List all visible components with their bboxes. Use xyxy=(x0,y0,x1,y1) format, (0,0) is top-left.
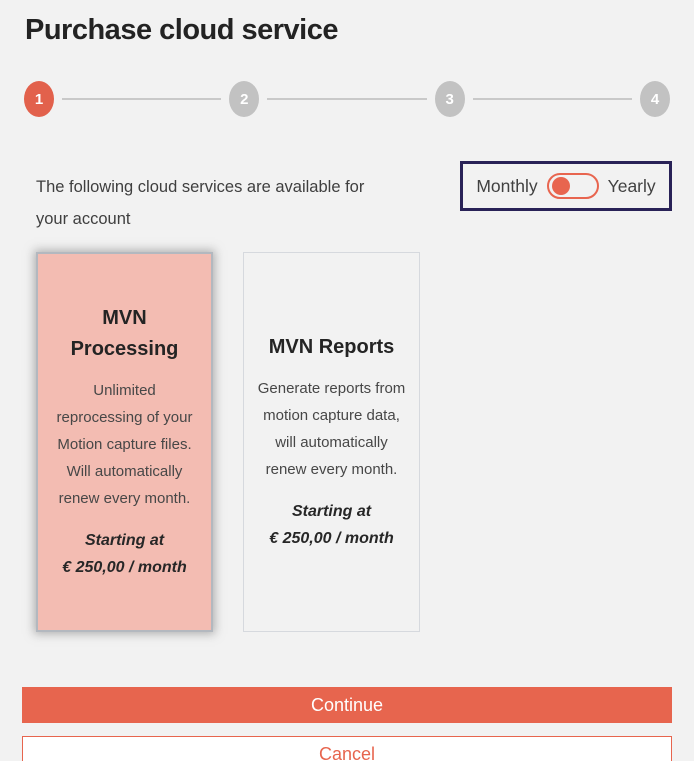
step-indicator-2: 2 xyxy=(229,81,260,117)
plan-description: Generate reports from motion capture dat… xyxy=(257,380,406,479)
monthly-label[interactable]: Monthly xyxy=(476,175,538,196)
yearly-label[interactable]: Yearly xyxy=(607,175,656,196)
step-connector xyxy=(472,98,632,100)
plan-cards: MVN Processing Unlimited reprocessing of… xyxy=(22,252,672,633)
step-indicator-3: 3 xyxy=(434,81,465,117)
plan-price-prefix: Starting at xyxy=(291,503,372,521)
step-indicator-4: 4 xyxy=(639,81,670,117)
toggle-knob xyxy=(551,177,570,195)
cancel-button[interactable]: Cancel xyxy=(22,736,672,761)
step-connector xyxy=(62,98,222,100)
continue-button[interactable]: Continue xyxy=(22,687,672,724)
intro-text: The following cloud services are availab… xyxy=(36,178,365,229)
plan-price: € 250,00 / month xyxy=(269,529,394,547)
page-title: Purchase cloud service xyxy=(25,14,339,46)
plan-card-mvn-reports[interactable]: MVN Reports Generate reports from motion… xyxy=(243,252,420,633)
step-indicator-1: 1 xyxy=(24,81,54,117)
plan-price-prefix: Starting at xyxy=(84,532,165,550)
plan-description: Unlimited reprocessing of your Motion ca… xyxy=(56,382,193,508)
step-connector xyxy=(267,98,427,100)
billing-period-toggle-group: Monthly Yearly xyxy=(460,161,672,211)
billing-period-toggle[interactable] xyxy=(546,173,599,199)
plan-name: MVN Reports xyxy=(268,336,395,359)
plan-card-mvn-processing[interactable]: MVN Processing Unlimited reprocessing of… xyxy=(36,252,213,633)
intro-row: The following cloud services are availab… xyxy=(22,161,672,235)
wizard-stepper: 1 2 3 4 xyxy=(22,81,672,117)
plan-name: MVN Processing xyxy=(70,307,179,361)
plan-price: € 250,00 / month xyxy=(62,558,187,576)
